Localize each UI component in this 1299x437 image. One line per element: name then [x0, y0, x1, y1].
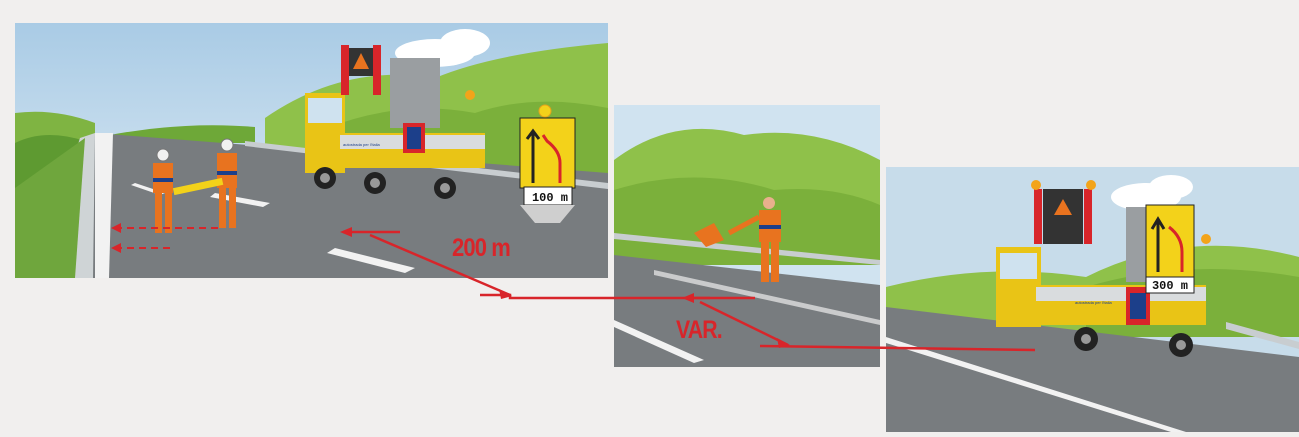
- scene-panel-middle: [614, 105, 880, 367]
- lane-merge-arrow-icon: [520, 105, 575, 223]
- scene-left-illustration: [15, 23, 608, 278]
- sign-300m-text: 300 m: [1149, 280, 1191, 292]
- truck-branding-left: autostrada per l'italia: [343, 142, 380, 147]
- scene-panel-left: [15, 23, 608, 278]
- sign-100m-text: 100 m: [528, 192, 572, 204]
- truck-branding-right: autostrada per l'italia: [1075, 300, 1112, 305]
- distance-label-200m: 200 m: [452, 236, 510, 261]
- scene-middle-illustration: [614, 105, 880, 367]
- distance-label-var: VAR.: [676, 318, 722, 343]
